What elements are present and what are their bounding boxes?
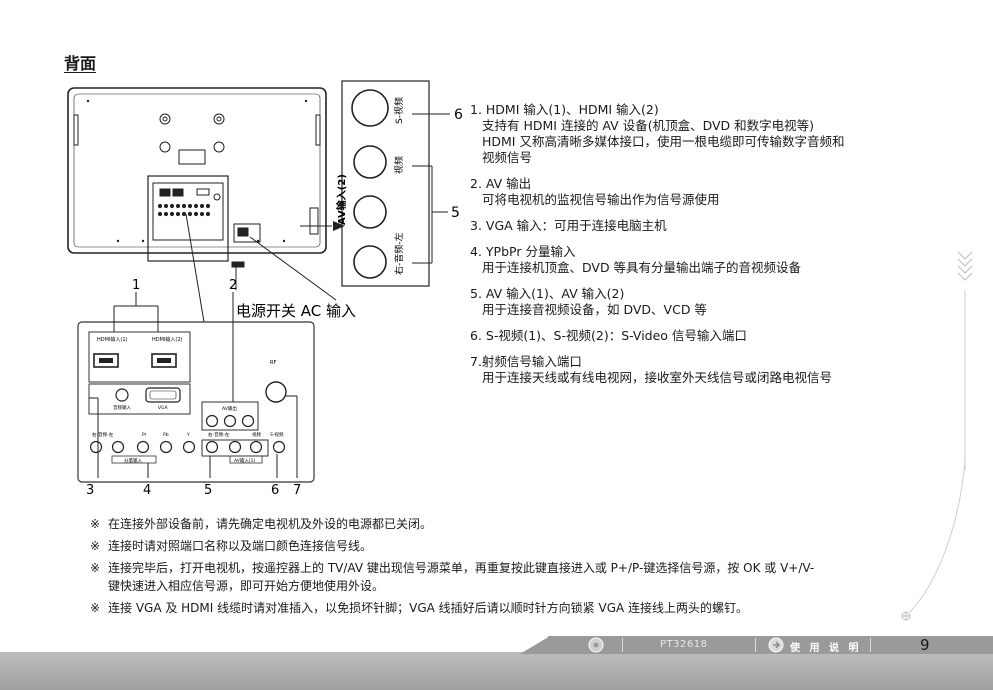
side-label-audio: 右-音频-左 [393, 233, 405, 276]
note-line: 键快速进入相应信号源，即可开始方便地使用外设。 [108, 579, 385, 593]
label-ypbpr-audio: 右-音频-左 [92, 431, 114, 438]
side-label-svideo: S-视频 [393, 97, 405, 124]
callout-1: 1 [132, 278, 140, 293]
description-heading: 3. VGA 输入：可用于连接电脑主机 [470, 218, 667, 233]
reference-mark-icon: ※ [90, 561, 101, 575]
description-line: 可将电视机的监视信号输出作为信号源使用 [482, 192, 720, 207]
label-rf: RF [270, 360, 276, 366]
label-av1-group: AV输入(1) [234, 457, 255, 464]
callout-5-right: 5 [451, 205, 460, 221]
callout-lines [89, 292, 298, 478]
description-line: 支持有 HDMI 连接的 AV 设备(机顶盒、DVD 和数字电视等) [482, 118, 815, 133]
note-item: ※ 连接 VGA 及 HDMI 线缆时请对准插入，以免损坏针脚；VGA 线插好后请… [90, 599, 940, 617]
footer-band [0, 652, 993, 690]
description-heading: 7.射频信号输入端口 [470, 354, 582, 369]
description-heading: 2. AV 输出 [470, 176, 532, 191]
description-item: 2. AV 输出可将电视机的监视信号输出作为信号源使用 [470, 176, 970, 208]
footer-separator [622, 638, 623, 652]
page-number: 9 [920, 636, 930, 654]
vga-port [145, 387, 181, 403]
label-av-out: AV输出 [222, 405, 237, 412]
note-line: 连接时请对照端口名称以及端口颜色连接信号线。 [108, 539, 373, 553]
label-ypbpr-group: 分量输入 [124, 457, 142, 464]
note-line: 在连接外部设备前，请先确定电视机及外设的电源都已关闭。 [108, 517, 433, 531]
model-number: PT32618 [660, 639, 708, 650]
manual-label: 使 用 说 明 [790, 643, 862, 654]
description-line: 用于连接天线或有线电视网，接收室外天线信号或闭路电视信号 [482, 370, 833, 385]
label-pb: Pb [163, 432, 169, 438]
callout-6-right: 6 [454, 107, 463, 123]
section-title: 背面 [64, 54, 97, 73]
label-vga: VGA [158, 405, 169, 411]
power-caption: 电源开关 AC 输入 [236, 302, 356, 320]
arrow-icon [333, 221, 345, 231]
description-line: 视频信号 [482, 150, 533, 165]
tv-back [67, 87, 327, 268]
disc-icon [588, 637, 604, 653]
rf-port [265, 381, 287, 403]
side-av-panel: AV输入(2) S-视频 视频 右-音频-左 [335, 80, 430, 287]
callout-6: 6 [271, 483, 279, 498]
reference-mark-icon: ※ [90, 601, 101, 615]
description-item: 7.射频信号输入端口用于连接天线或有线电视网，接收室外天线信号或闭路电视信号 [470, 354, 970, 386]
callout-3: 3 [86, 483, 94, 498]
side-label-av2: AV输入(2) [335, 174, 348, 225]
description-heading: 5. AV 输入(1)、AV 输入(2) [470, 286, 625, 301]
label-y: Y [186, 432, 190, 438]
label-hdmi1: HDMI输入(1) [97, 336, 128, 343]
vga-audio-jack [115, 388, 129, 402]
note-item: ※ 连接完毕后，打开电视机，按遥控器上的 TV/AV 键出现信号源菜单，再重复按此… [90, 559, 940, 595]
description-item: 5. AV 输入(1)、AV 输入(2)用于连接音视频设备，如 DVD、VCD … [470, 286, 970, 318]
reference-mark-icon: ※ [90, 517, 101, 531]
callout-4: 4 [143, 483, 151, 498]
description-item: 4. YPbPr 分量输入用于连接机顶盒、DVD 等具有分量输出端子的音视频设备 [470, 244, 970, 276]
description-line: 用于连接机顶盒、DVD 等具有分量输出端子的音视频设备 [482, 260, 802, 275]
footer-separator [755, 638, 756, 652]
callout-7: 7 [293, 483, 301, 498]
label-av1-video: 视频 [252, 431, 261, 438]
port-descriptions: 1. HDMI 输入(1)、HDMI 输入(2)支持有 HDMI 连接的 AV … [470, 102, 970, 396]
note-line: 连接 VGA 及 HDMI 线缆时请对准插入，以免损坏针脚；VGA 线插好后请以… [108, 601, 749, 615]
description-item: 1. HDMI 输入(1)、HDMI 输入(2)支持有 HDMI 连接的 AV … [470, 102, 970, 166]
decorative-curve [901, 459, 966, 621]
chevron-down-icon [957, 251, 973, 281]
notes-list: ※ 在连接外部设备前，请先确定电视机及外设的电源都已关闭。 ※ 连接时请对照端口名称以… [90, 515, 940, 621]
description-item: 6. S-视频(1)、S-视频(2)：S-Video 信号输入端口 [470, 328, 970, 344]
reference-mark-icon: ※ [90, 539, 101, 553]
label-svideo: S-视频 [270, 431, 284, 438]
description-item: 3. VGA 输入：可用于连接电脑主机 [470, 218, 970, 234]
callout-2: 2 [229, 278, 237, 293]
label-vga-audio: 音频输入 [113, 404, 131, 411]
info-icon [768, 637, 784, 653]
rear-panel-diagram: AV输入(2) S-视频 视频 右-音频-左 6 5 HDMI输入(1) HDM… [67, 80, 973, 498]
connector-detail-panel: HDMI输入(1) HDMI输入(2) 音频输入 VGA AV输出 RF 右-音… [77, 321, 315, 483]
label-pr: Pr [142, 432, 147, 438]
description-line: 用于连接音视频设备，如 DVD、VCD 等 [482, 302, 707, 317]
label-av1-audio: 右-音频-左 [208, 431, 230, 438]
side-label-video: 视频 [393, 156, 405, 174]
note-item: ※ 在连接外部设备前，请先确定电视机及外设的电源都已关闭。 [90, 515, 940, 533]
description-heading: 4. YPbPr 分量输入 [470, 244, 576, 259]
note-line: 连接完毕后，打开电视机，按遥控器上的 TV/AV 键出现信号源菜单，再重复按此键… [108, 561, 815, 575]
footer-separator [870, 638, 871, 652]
description-heading: 1. HDMI 输入(1)、HDMI 输入(2) [470, 102, 659, 117]
description-line: HDMI 又称高清晰多媒体接口，使用一根电缆即可传输数字音频和 [482, 134, 845, 149]
label-hdmi2: HDMI输入(2) [152, 336, 183, 343]
callout-5: 5 [204, 483, 212, 498]
description-heading: 6. S-视频(1)、S-视频(2)：S-Video 信号输入端口 [470, 328, 747, 343]
note-item: ※ 连接时请对照端口名称以及端口颜色连接信号线。 [90, 537, 940, 555]
